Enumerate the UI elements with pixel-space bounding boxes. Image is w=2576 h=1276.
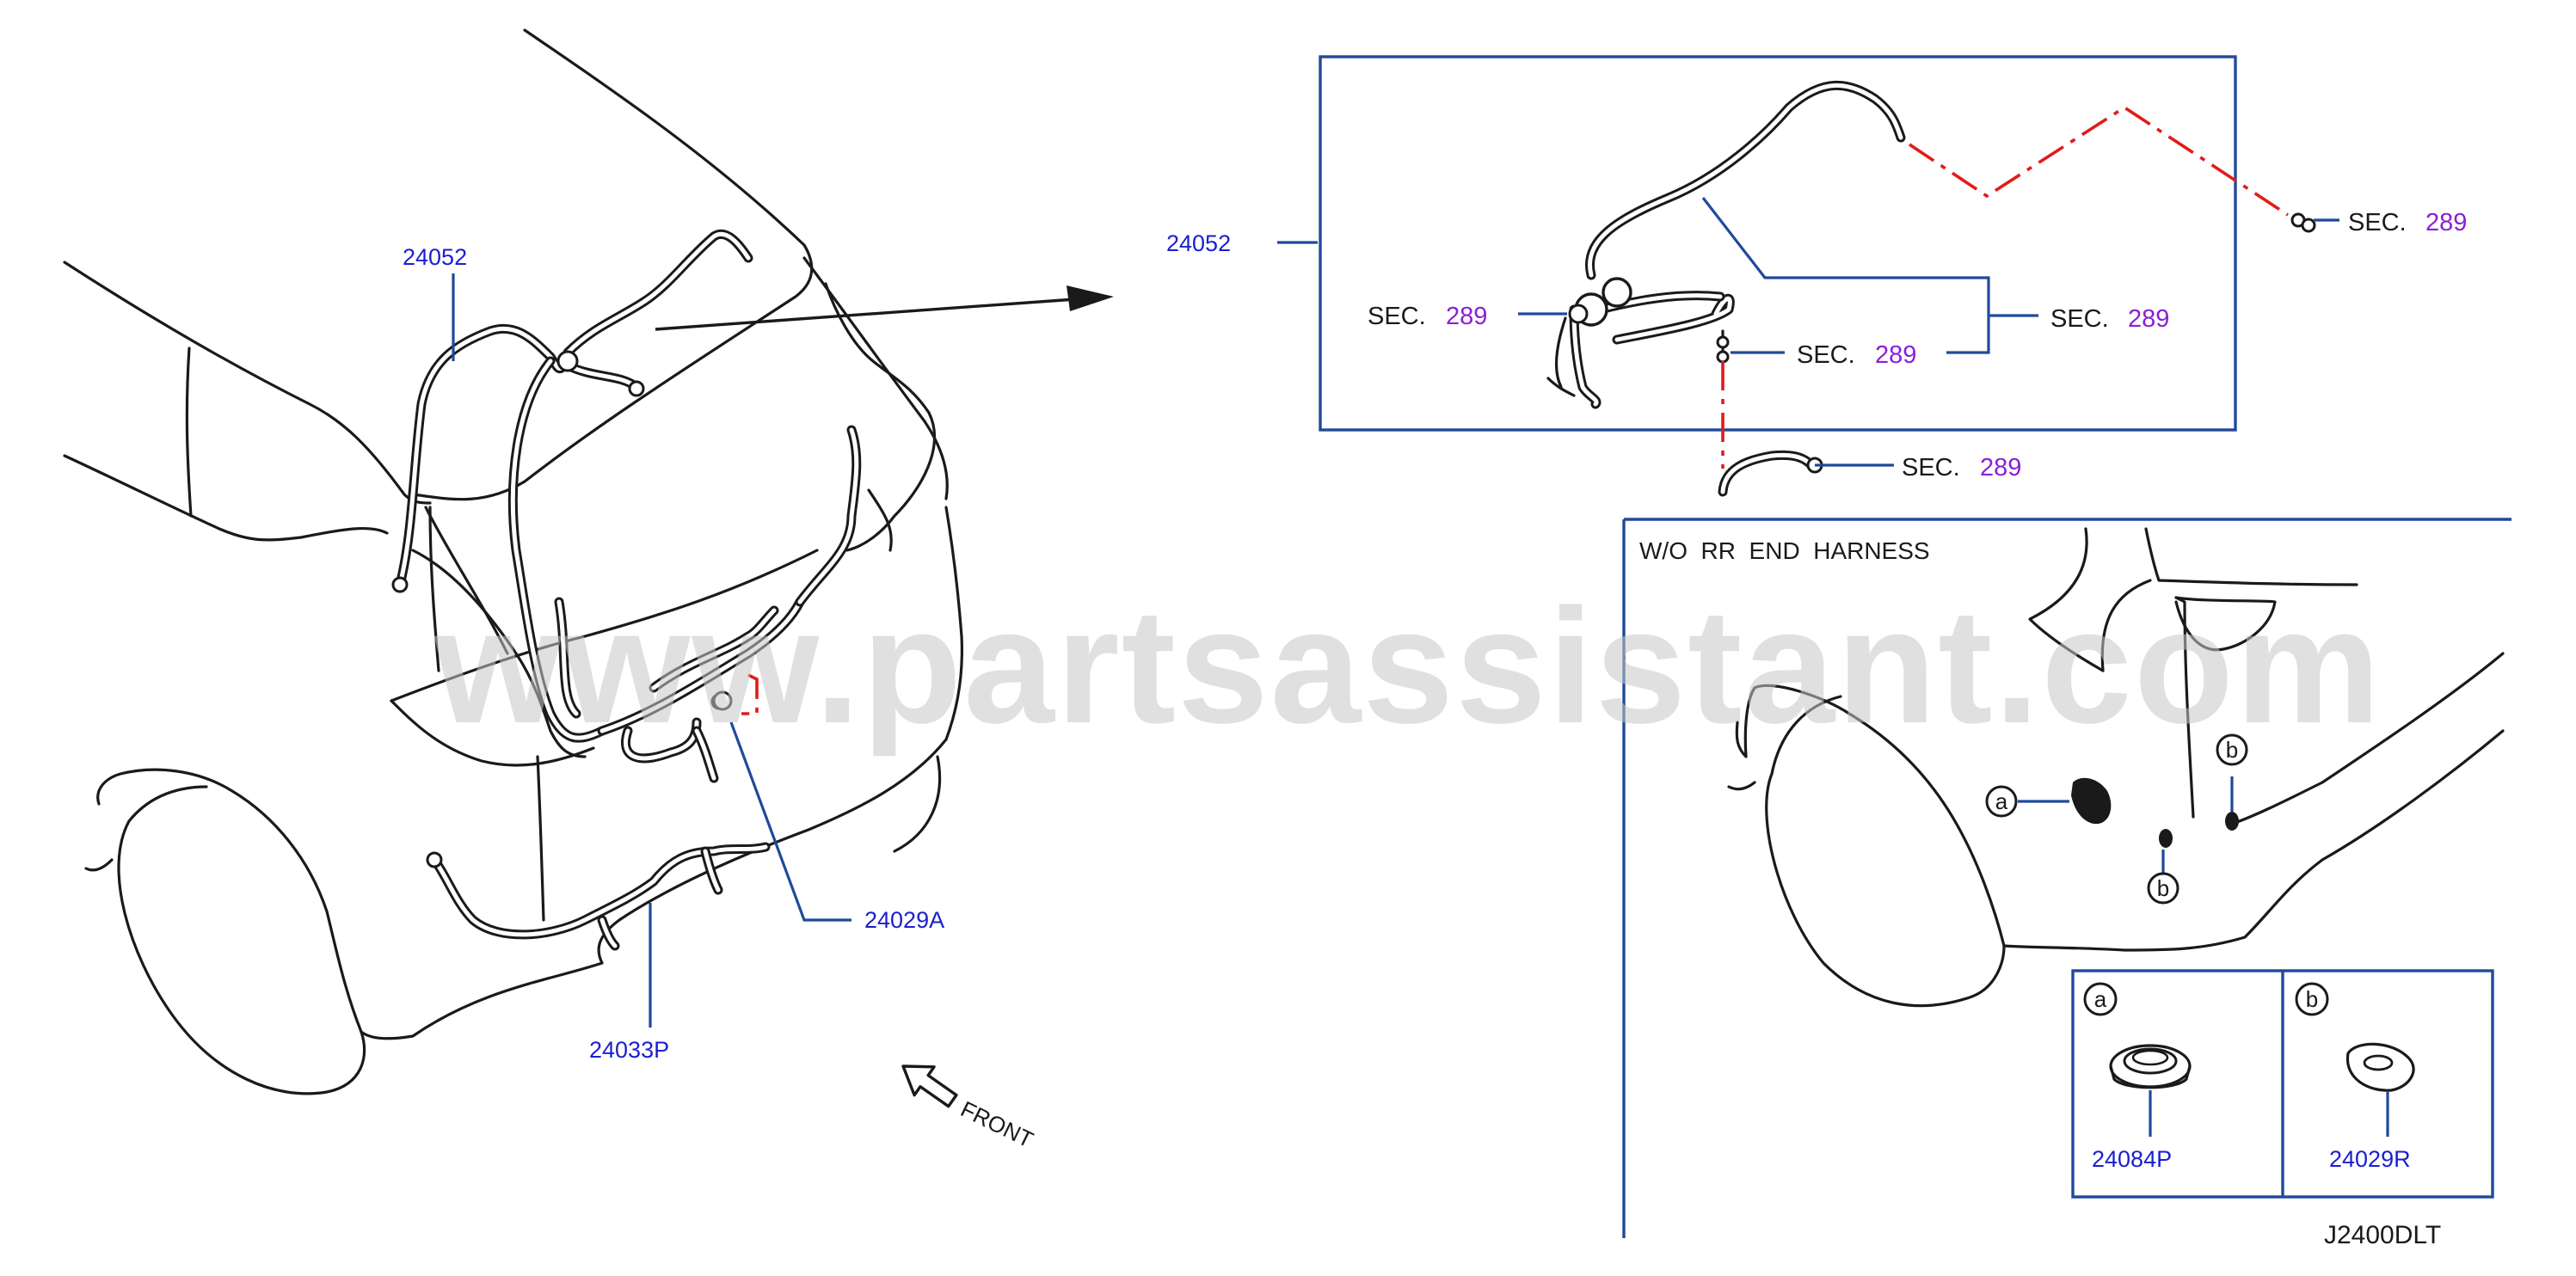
callout-b-letter: b: [2226, 737, 2238, 763]
harness-24052-on-vehicle: [391, 230, 862, 783]
sec-number: 289: [1446, 303, 1487, 330]
parts-table: [2071, 969, 2494, 1199]
watermark: www.partsassistant.com: [433, 575, 2382, 758]
callout-b-1: b: [2147, 872, 2179, 905]
sec-text: SEC.: [2050, 305, 2109, 333]
part-label-24029r: 24029R: [2329, 1146, 2411, 1172]
part-label-24084p: 24084P: [2092, 1146, 2172, 1172]
harness-24033p-on-vehicle: [426, 842, 771, 951]
plug-b-location-2: [2225, 776, 2239, 831]
parts-table-cell-b: b 24029R: [2295, 982, 2415, 1172]
sec-reference-4: SEC. 289: [1797, 341, 1916, 369]
cell-b-letter: b: [2306, 986, 2318, 1012]
sec-number: 289: [1875, 341, 1916, 369]
diagram-code: J2400DLT: [2324, 1221, 2441, 1249]
inset-title: W/O RR END HARNESS: [1639, 537, 1930, 564]
sec-text: SEC.: [1797, 341, 1855, 369]
sec-reference-5: SEC. 289: [1902, 454, 2021, 482]
part-label-24052-detail: 24052: [1166, 230, 1231, 256]
plug-24029r-icon: [2345, 1042, 2415, 1092]
sec-text: SEC.: [2348, 209, 2407, 236]
sec-number: 289: [1980, 454, 2021, 482]
sec-number: 289: [2425, 209, 2467, 236]
callout-b-2: b: [2216, 733, 2248, 766]
harness-detail-drawing: [1546, 80, 2316, 497]
inset-frame: [1622, 518, 2511, 1238]
front-direction-indicator: FRONT: [901, 1064, 1037, 1153]
parts-table-cell-a: a 24084P: [2083, 982, 2192, 1172]
callout-a: a: [1985, 785, 2018, 818]
clip-24029a-on-vehicle: [712, 673, 759, 715]
grommet-24084p-icon: [2109, 1044, 2192, 1089]
part-label-24033p: 24033P: [589, 1037, 669, 1063]
front-arrow-icon: [901, 1064, 958, 1108]
callout-b-letter: b: [2157, 875, 2169, 901]
detail-arrow: [655, 285, 1114, 331]
sec-reference-1: SEC. 289: [2348, 209, 2467, 236]
part-label-24029a: 24029A: [864, 907, 944, 933]
sec-number: 289: [2128, 305, 2169, 333]
sec-reference-2: SEC. 289: [2050, 305, 2169, 333]
sec-leaders: [1518, 197, 2339, 467]
part-label-24052-main: 24052: [403, 244, 467, 270]
plug-a-location: [2018, 777, 2112, 825]
plug-b-location-1: [2159, 829, 2173, 877]
cell-a-letter: a: [2094, 986, 2107, 1012]
leaders-left: [452, 241, 1318, 1028]
front-label: FRONT: [956, 1095, 1037, 1152]
harness-detail-box: [1319, 55, 2237, 432]
inset-vehicle-body: [1727, 527, 2505, 1008]
callout-a-letter: a: [1995, 788, 2008, 814]
sec-text: SEC.: [1368, 303, 1426, 330]
sec-text: SEC.: [1902, 454, 1960, 482]
sec-reference-3: SEC. 289: [1368, 303, 1487, 330]
